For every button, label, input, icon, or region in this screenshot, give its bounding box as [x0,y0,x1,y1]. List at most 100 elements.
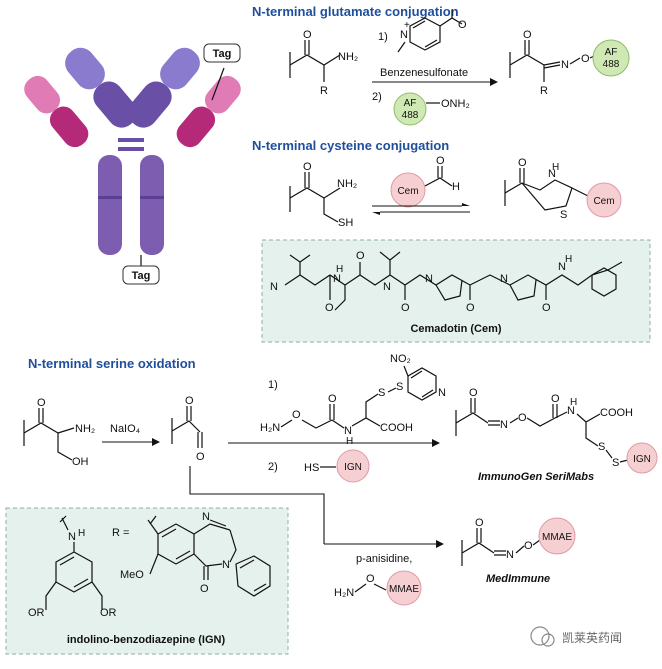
cem-reagent-circle [390,172,426,208]
svg-text:O: O [581,53,590,65]
svg-text:OH: OH [72,456,89,468]
svg-text:NaIO₄: NaIO₄ [110,423,141,435]
cysteine-product: O N H S Cem [504,157,622,221]
svg-text:S: S [560,209,567,221]
svg-text:OR: OR [100,607,117,619]
af488-reagent-circle [393,92,427,126]
svg-text:O: O [200,583,209,595]
svg-text:R: R [540,85,548,97]
mmae-product-circle [538,517,576,555]
svg-text:N: N [558,261,566,273]
svg-text:Benzenesulfonate: Benzenesulfonate [380,67,468,79]
svg-text:IGN: IGN [633,454,651,465]
svg-text:O: O [524,540,533,552]
svg-text:OR: OR [28,607,45,619]
svg-text:p-anisidine,: p-anisidine, [356,553,412,565]
svg-text:SH: SH [338,217,353,229]
header-glutamate: N-terminal glutamate conjugation [252,4,459,19]
medimmune-reagents: p-anisidine, H₂N O MMAE [334,553,422,606]
medimmune-caption: MedImmune [486,573,550,585]
svg-text:COOH: COOH [380,422,413,434]
header-cysteine: N-terminal cysteine conjugation [252,138,449,153]
ign-panel: N H OR OR R = MeO N O N indolino-benzodi… [5,507,289,655]
svg-text:N: N [500,273,508,285]
glutamate-product: O N O R AF 488 [509,29,630,97]
svg-text:N: N [400,29,408,41]
svg-text:MeO: MeO [120,569,144,581]
svg-text:HS: HS [304,462,319,474]
immunogen-caption: ImmunoGen SeriMabs [478,471,594,483]
svg-text:NH₂: NH₂ [338,51,358,63]
cem-product-circle [586,182,622,218]
svg-text:MMAE: MMAE [389,584,419,595]
svg-text:ONH₂: ONH₂ [441,98,470,110]
svg-text:AF: AF [404,98,417,109]
svg-text:Cem: Cem [593,196,614,207]
svg-text:IGN: IGN [344,462,362,473]
svg-text:N: N [548,168,556,180]
svg-text:Cem: Cem [397,186,418,197]
svg-text:2): 2) [372,91,382,103]
svg-text:N: N [202,511,210,523]
svg-text:N: N [561,59,569,71]
svg-text:N: N [333,273,341,285]
cemadotin-panel: N N H O O N O N O N O N H Cemadotin (Cem… [261,239,651,343]
svg-text:O: O [303,29,312,41]
tag-bottom-label: Tag [132,270,151,282]
svg-text:1): 1) [268,379,278,391]
ign-product-circle [626,442,658,474]
svg-text:H: H [346,436,353,447]
cemadotin-caption: Cemadotin (Cem) [410,323,501,335]
svg-text:488: 488 [603,59,620,70]
svg-text:N: N [270,281,278,293]
svg-text:O: O [292,409,301,421]
medimmune-branch [189,466,325,544]
svg-text:N: N [68,531,76,543]
svg-text:NH₂: NH₂ [75,423,95,435]
tag-top-label: Tag [213,48,232,60]
svg-text:H: H [570,397,577,408]
svg-text:H: H [78,528,85,539]
header-serine: N-terminal serine oxidation [28,356,196,371]
svg-text:AF: AF [605,47,618,58]
glutamate-reactant: O NH₂ R [289,29,358,97]
svg-text:H: H [552,162,559,173]
watermark: 凯莱英药闻 [530,626,622,647]
svg-text:N: N [438,387,446,399]
svg-text:O: O [518,157,527,169]
svg-text:O: O [328,393,337,405]
wechat-icon [530,626,550,646]
svg-text:R: R [320,85,328,97]
cemadotin-box [261,239,651,343]
svg-text:S: S [612,457,619,469]
cysteine-reagent: Cem O H [372,155,470,215]
serine-oxidation-step: NaIO₄ [102,423,160,446]
svg-text:O: O [466,302,475,314]
svg-text:S: S [396,381,403,393]
svg-text:488: 488 [402,110,419,121]
svg-text:O: O [523,29,532,41]
ign-reagent-circle [336,449,370,483]
svg-text:H₂N: H₂N [260,422,280,434]
svg-text:O: O [469,387,478,399]
svg-text:MMAE: MMAE [542,532,572,543]
svg-text:O: O [37,397,46,409]
svg-text:N: N [344,425,352,437]
svg-text:O: O [401,302,410,314]
serine-aldehyde: O O [171,395,205,463]
svg-text:O: O [436,155,445,167]
af488-product-circle [592,39,630,77]
svg-text:S: S [598,441,605,453]
svg-text:S: S [378,387,385,399]
svg-text:N: N [425,273,433,285]
svg-text:H: H [336,264,343,275]
svg-text:O: O [196,451,205,463]
seri-product: O N O O N H COOH S S IGN ImmunoGen SeriM… [455,387,658,483]
svg-text:COOH: COOH [600,407,633,419]
svg-text:NO₂: NO₂ [390,353,411,365]
svg-text:O: O [542,302,551,314]
svg-text:H: H [565,254,572,265]
svg-text:H: H [452,181,460,193]
